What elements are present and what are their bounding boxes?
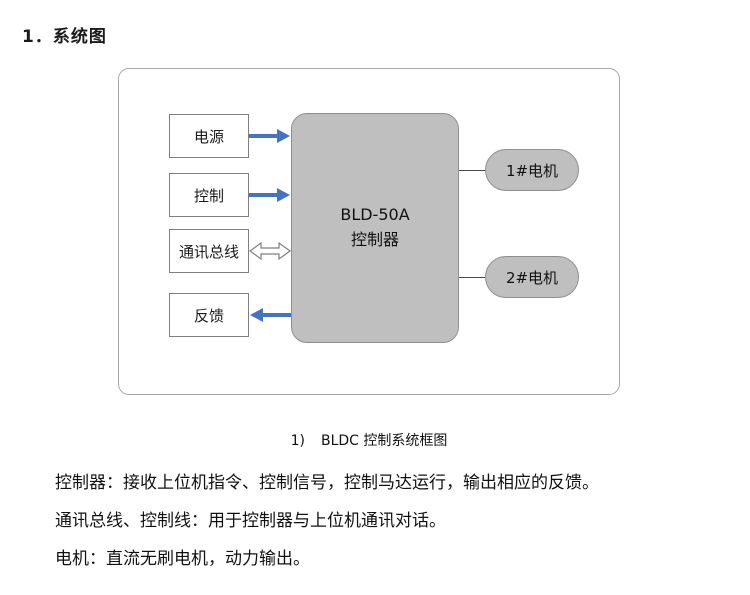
note-line-bus: 通讯总线、控制线：用于控制器与上位机通讯对话。 [55, 511, 446, 531]
arrow-head [277, 129, 290, 143]
controller-name: 控制器 [350, 230, 399, 249]
caption-number: 1) [290, 433, 305, 449]
arrow-head [250, 308, 263, 322]
comm-bus-box: 通讯总线 [169, 229, 249, 273]
arrow-right-power-icon [249, 129, 290, 143]
power-label: 电源 [193, 127, 224, 146]
power-box: 电源 [169, 114, 249, 158]
control-label: 控制 [193, 186, 224, 205]
arrow-shaft [249, 193, 277, 197]
arrow-head [277, 188, 290, 202]
control-box: 控制 [169, 173, 249, 217]
motor2-block: 2#电机 [485, 256, 579, 298]
connector-line-motor1 [459, 170, 485, 171]
double-arrow-bus-icon [249, 241, 291, 261]
comm-bus-label: 通讯总线 [178, 242, 239, 261]
controller-block: BLD-50A 控制器 [291, 113, 459, 343]
motor1-label: 1#电机 [505, 161, 559, 180]
connector-line-motor2 [459, 277, 485, 278]
arrow-left-feedback-icon [250, 308, 291, 322]
caption-text: BLDC 控制系统框图 [320, 433, 448, 449]
arrow-shaft [249, 134, 277, 138]
motor2-label: 2#电机 [505, 268, 559, 287]
arrow-right-control-icon [249, 188, 290, 202]
diagram-frame: 电源 控制 通讯总线 反馈 BLD-50A 控制器 [118, 68, 620, 395]
feedback-label: 反馈 [193, 306, 224, 325]
arrow-shaft [263, 313, 291, 317]
note-line-controller: 控制器：接收上位机指令、控制信号，控制马达运行，输出相应的反馈。 [55, 473, 599, 493]
note-line-motor: 电机：直流无刷电机，动力输出。 [55, 549, 310, 569]
page-title: 1．系统图 [22, 27, 107, 47]
motor1-block: 1#电机 [485, 149, 579, 191]
double-arrow-shape [249, 241, 291, 261]
diagram-caption: 1) BLDC 控制系统框图 [118, 430, 620, 450]
controller-model: BLD-50A [340, 205, 410, 225]
notes-block: 控制器：接收上位机指令、控制信号，控制马达运行，输出相应的反馈。 通讯总线、控制… [55, 464, 599, 578]
feedback-box: 反馈 [169, 293, 249, 337]
